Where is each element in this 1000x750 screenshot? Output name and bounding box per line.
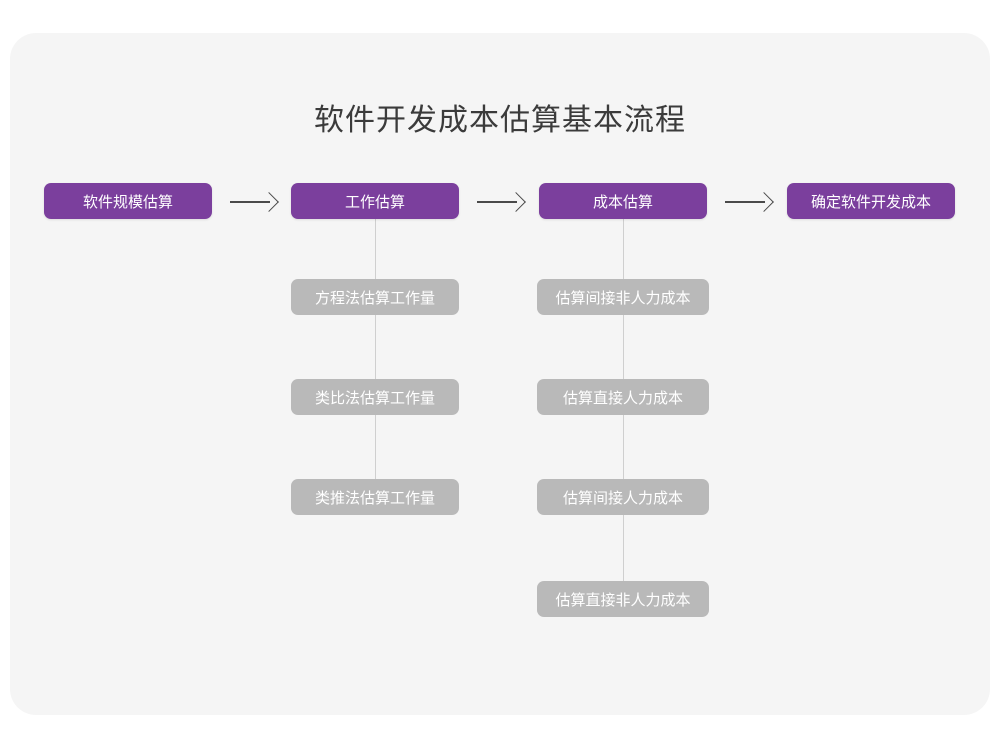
arrow-right-icon <box>477 192 526 212</box>
flow-node-label: 软件规模估算 <box>82 193 173 211</box>
flow-node-label: 成本估算 <box>592 193 653 211</box>
arrow-head <box>259 192 279 212</box>
sub-node-label: 方程法估算工作量 <box>314 289 435 307</box>
arrow-shaft <box>230 201 270 203</box>
sub-node-indirect-non-labor-cost[interactable]: 估算间接非人力成本 <box>537 279 709 315</box>
flow-node-software-scale-estimation[interactable]: 软件规模估算 <box>44 183 212 219</box>
sub-node-label: 估算间接非人力成本 <box>555 289 691 307</box>
arrow-right-icon <box>725 192 774 212</box>
arrow-shaft <box>725 201 765 203</box>
arrow-head <box>754 192 774 212</box>
diagram-card <box>10 33 990 715</box>
sub-node-equation-method-workload[interactable]: 方程法估算工作量 <box>291 279 459 315</box>
flow-node-determine-development-cost[interactable]: 确定软件开发成本 <box>787 183 955 219</box>
sub-node-label: 估算间接人力成本 <box>562 489 683 507</box>
sub-node-indirect-labor-cost[interactable]: 估算间接人力成本 <box>537 479 709 515</box>
connector-line-work <box>374 218 376 506</box>
sub-node-label: 类推法估算工作量 <box>314 489 435 507</box>
flow-node-label: 工作估算 <box>344 193 405 211</box>
sub-node-direct-labor-cost[interactable]: 估算直接人力成本 <box>537 379 709 415</box>
page-title: 软件开发成本估算基本流程 <box>314 104 686 137</box>
flow-node-label: 确定软件开发成本 <box>810 193 931 211</box>
sub-node-inference-method-workload[interactable]: 类推法估算工作量 <box>291 479 459 515</box>
sub-node-label: 类比法估算工作量 <box>314 389 435 407</box>
sub-node-label: 估算直接非人力成本 <box>555 591 691 609</box>
flow-node-cost-estimation[interactable]: 成本估算 <box>539 183 707 219</box>
flow-node-work-estimation[interactable]: 工作估算 <box>291 183 459 219</box>
arrow-head <box>506 192 526 212</box>
sub-node-analogy-method-workload[interactable]: 类比法估算工作量 <box>291 379 459 415</box>
arrow-right-icon <box>230 192 279 212</box>
arrow-shaft <box>477 201 517 203</box>
sub-node-direct-non-labor-cost[interactable]: 估算直接非人力成本 <box>537 581 709 617</box>
sub-node-label: 估算直接人力成本 <box>562 389 683 407</box>
